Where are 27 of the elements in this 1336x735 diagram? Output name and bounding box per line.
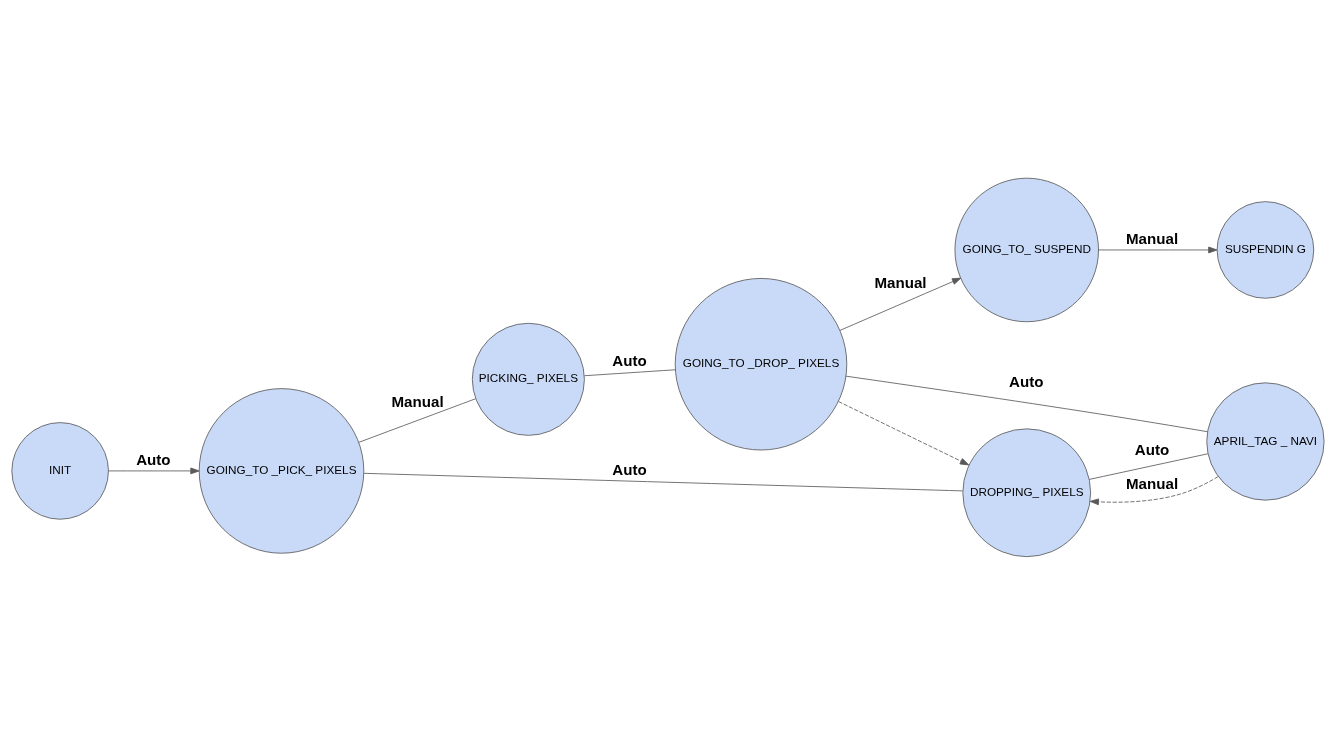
edge-label: Manual xyxy=(874,274,927,292)
edge-label: Manual xyxy=(391,392,444,410)
edge-label: Auto xyxy=(1134,441,1170,459)
edge-label: Manual xyxy=(1126,474,1179,492)
arrow xyxy=(1089,476,1219,506)
arrow xyxy=(1097,246,1218,254)
edge-label: Auto xyxy=(136,451,171,469)
connector xyxy=(358,398,476,443)
connector xyxy=(845,375,1208,433)
edge-label: Auto xyxy=(612,460,647,478)
edge-label: Manual xyxy=(1126,230,1179,248)
node-circle: GOING_TO _PICK_ PIXELS xyxy=(198,388,365,554)
arrow xyxy=(108,467,200,475)
edge-label: Auto xyxy=(612,352,647,370)
node-circle: INIT xyxy=(11,422,109,520)
node-circle: PICKING_ PIXELS xyxy=(471,322,585,436)
node-circle: APRIL_TAG _ NAVI xyxy=(1206,382,1325,501)
arrow xyxy=(838,401,970,466)
edge-label: Auto xyxy=(1009,373,1044,391)
node-circle: SUSPENDIN G xyxy=(1216,201,1315,299)
connector xyxy=(1088,453,1209,480)
node-circle: GOING_TO_ SUSPEND xyxy=(954,177,1099,323)
node-circle: GOING_TO _DROP_ PIXELS xyxy=(674,278,848,451)
node-circle: DROPPING_ PIXELS xyxy=(962,428,1092,558)
arrow xyxy=(839,277,962,331)
connector xyxy=(363,472,964,492)
connector xyxy=(584,369,676,377)
